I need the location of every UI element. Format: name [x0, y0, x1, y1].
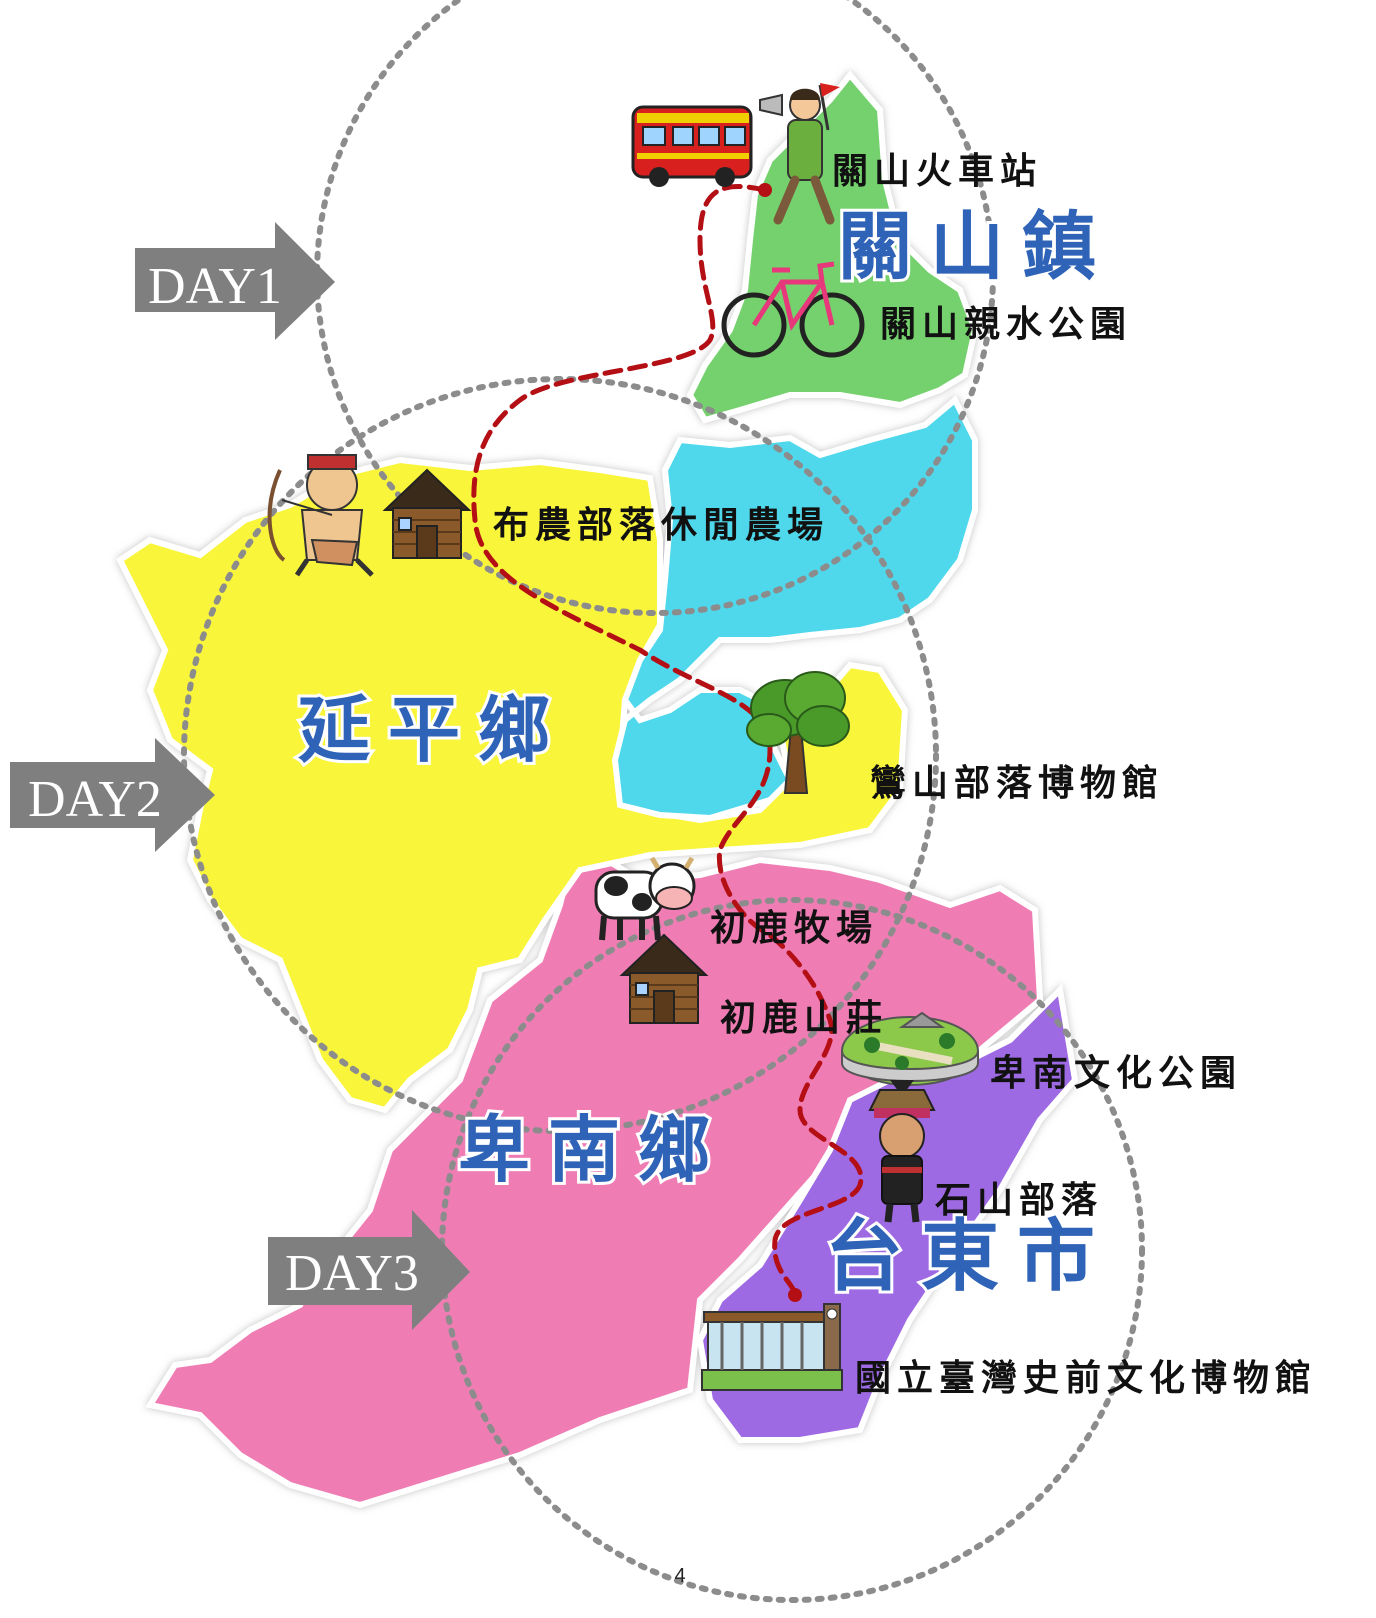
museum-icon [701, 1303, 843, 1391]
region-labels: 關山鎮 延平鄉 卑南鄉 台東市 [295, 201, 1114, 1305]
day2-circle [181, 376, 939, 1134]
poi-label: 關山親水公園 [880, 304, 1132, 345]
page-number: 4 [674, 1565, 685, 1587]
itinerary-route [471, 184, 864, 1296]
poi-label: 初鹿牧場 [710, 908, 878, 949]
poi-label: 布農部落休閒農場 [493, 505, 829, 546]
cabin-icon [382, 468, 472, 559]
poi-label: 石山部落 [935, 1180, 1103, 1221]
poi-label: 國立臺灣史前文化博物館 [855, 1357, 1317, 1399]
day3-circle [439, 897, 1145, 1603]
aboriginal-person-icon [868, 1080, 936, 1223]
day-circles [181, 0, 1145, 1603]
region-beinan [145, 856, 1044, 1509]
cabin-icon [619, 933, 709, 1024]
route-end-marker [788, 1288, 802, 1302]
tree-icon [746, 671, 850, 794]
day-label: DAY3 [285, 1245, 419, 1302]
day1-circle [314, 0, 996, 616]
day-arrow-1: DAY1 [135, 222, 335, 340]
day-label: DAY1 [148, 258, 282, 315]
cow-icon [594, 856, 696, 941]
bicycle-icon [721, 261, 865, 358]
region-label-taitung: 台東市 [825, 1211, 1113, 1302]
tour-guide-icon [759, 83, 840, 225]
park-icon [841, 1011, 979, 1086]
poi-label: 初鹿山莊 [720, 998, 888, 1039]
poi-label: 卑南文化公園 [990, 1053, 1242, 1094]
day-label: DAY2 [28, 771, 162, 828]
region-label-guanshan: 關山鎮 [838, 204, 1114, 290]
region-label-beinan: 卑南鄉 [458, 1107, 728, 1192]
poi-label: 鸞山部落博物館 [870, 762, 1164, 804]
bus-icon [631, 105, 753, 187]
route-start-marker [758, 183, 772, 197]
day-arrow-2: DAY2 [10, 738, 215, 852]
region-label-yanping: 延平鄉 [298, 687, 568, 772]
poi-label: 關山火車站 [832, 151, 1042, 192]
day-arrow-3: DAY3 [268, 1210, 470, 1330]
poi-labels: 關山火車站 關山親水公園 布農部落休閒農場 鸞山部落博物館 初鹿牧場 初鹿山莊 … [493, 151, 1317, 1399]
hunter-icon [267, 454, 374, 577]
